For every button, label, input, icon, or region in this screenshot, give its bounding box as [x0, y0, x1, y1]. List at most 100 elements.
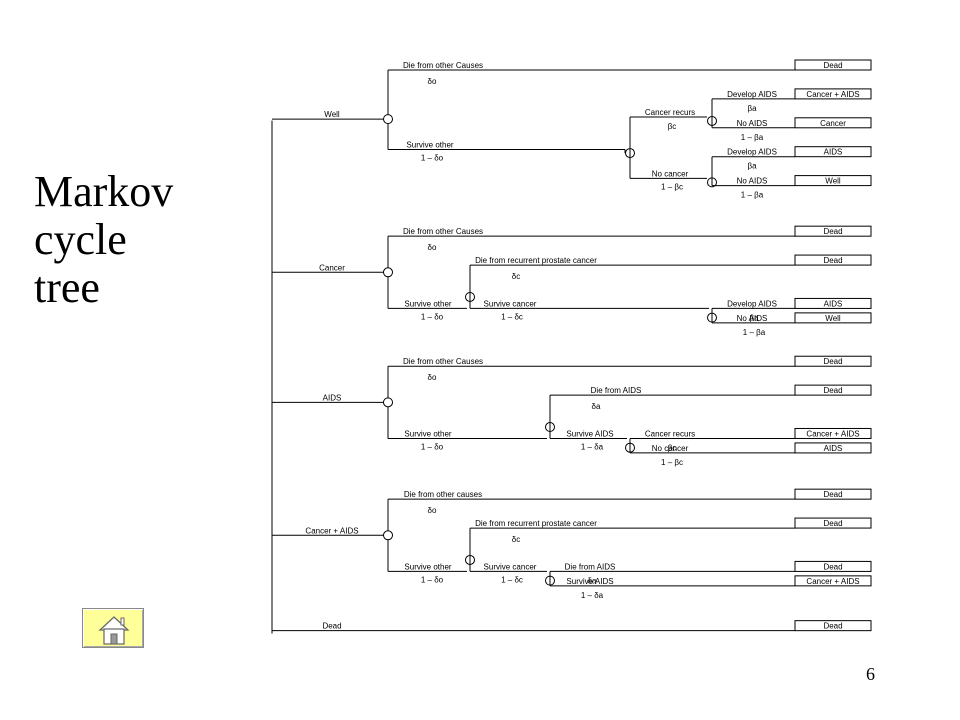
branch-label: Develop AIDS: [727, 148, 777, 157]
branch-probability: 1 – δc: [501, 575, 523, 584]
branch-label: No cancer: [652, 169, 689, 178]
branch-label: Die from recurrent prostate cancer: [475, 519, 597, 528]
terminal-box: [794, 225, 872, 237]
terminal-box: [794, 146, 872, 158]
branch-probability: 1 – δo: [421, 312, 444, 321]
terminal-box: [794, 254, 872, 266]
terminal-box: [794, 560, 872, 572]
terminal-box: [794, 88, 872, 100]
branch-label: Survive other: [404, 429, 451, 438]
terminal-box: [794, 620, 872, 632]
terminal-label: Dead: [823, 386, 842, 395]
branch-label: Develop AIDS: [727, 299, 777, 308]
terminal-box: [794, 175, 872, 187]
terminal-box: [794, 355, 872, 367]
terminal-label: Well: [825, 177, 841, 186]
branch-probability: 1 – δo: [421, 442, 444, 451]
branch-label: Die from other causes: [404, 490, 482, 499]
terminal-label: Dead: [823, 490, 842, 499]
branch-probability: βa: [747, 162, 757, 171]
branch-label: Survive other: [404, 562, 451, 571]
branch-label: Die from other Causes: [403, 227, 483, 236]
branch-probability: δa: [592, 402, 601, 411]
terminal-label: Dead: [823, 357, 842, 366]
terminal-box: [794, 427, 872, 439]
branch-label: Survive other: [404, 299, 451, 308]
branch-label: Die from other Causes: [403, 357, 483, 366]
state-label: Cancer: [319, 263, 345, 272]
terminal-label: Dead: [823, 562, 842, 571]
branch-probability: 1 – δc: [501, 312, 523, 321]
terminal-label: Dead: [823, 256, 842, 265]
title-line-1: Markov: [34, 167, 174, 216]
branch-probability: δa: [588, 576, 597, 585]
branch-probability: βa: [749, 313, 759, 322]
branch-probability: 1 – βa: [741, 133, 764, 142]
branch-probability: 1 – δo: [421, 575, 444, 584]
terminal-box: [794, 312, 872, 324]
branch-label: Survive other: [406, 140, 453, 149]
title-line-2: cycle: [34, 215, 127, 264]
page-number: 6: [866, 664, 875, 684]
branch-probability: βc: [668, 443, 677, 452]
terminal-box: [794, 575, 872, 587]
branch-label: Cancer recurs: [645, 108, 695, 117]
terminal-label: AIDS: [824, 148, 843, 157]
terminal-label: Dead: [823, 61, 842, 70]
branch-label: No AIDS: [737, 177, 768, 186]
branch-probability: 1 – δo: [421, 153, 444, 162]
branch-label: Survive cancer: [484, 562, 537, 571]
terminal-box: [794, 117, 872, 129]
branch-probability: 1 – δa: [581, 442, 604, 451]
branch-label: Die from other Causes: [403, 61, 483, 70]
branch-probability: βc: [668, 122, 677, 131]
branch-probability: δo: [428, 77, 437, 86]
state-label: Cancer + AIDS: [305, 526, 358, 535]
branch-label: Survive AIDS: [566, 429, 613, 438]
branch-label: Survive AIDS: [566, 577, 613, 586]
branch-label: Die from AIDS: [565, 562, 616, 571]
terminal-label: Cancer + AIDS: [806, 577, 859, 586]
state-label: AIDS: [323, 393, 342, 402]
terminal-box: [794, 59, 872, 71]
terminal-label: Well: [825, 314, 841, 323]
terminal-label: Dead: [823, 227, 842, 236]
home-button[interactable]: [82, 608, 144, 648]
branch-probability: 1 – βc: [661, 182, 683, 191]
home-icon: [98, 616, 130, 645]
terminal-box: [794, 297, 872, 309]
branch-probability: δo: [428, 243, 437, 252]
terminal-box: [794, 384, 872, 396]
branch-label: Survive cancer: [484, 299, 537, 308]
terminal-label: AIDS: [824, 299, 843, 308]
chance-node: [383, 530, 393, 541]
branch-probability: βa: [747, 104, 757, 113]
branch-label: No cancer: [652, 444, 689, 453]
branch-probability: 1 – βa: [743, 328, 766, 337]
slide-title: Markov cycle tree: [34, 168, 173, 312]
chance-node: [383, 397, 393, 408]
terminal-label: Dead: [823, 622, 842, 631]
terminal-box: [794, 488, 872, 500]
chance-node: [383, 114, 393, 125]
branch-label: No AIDS: [737, 314, 768, 323]
branch-probability: 1 – δa: [581, 591, 604, 600]
branch-label: Cancer recurs: [645, 429, 695, 438]
branch-probability: δo: [428, 506, 437, 515]
branch-probability: δo: [428, 373, 437, 382]
terminal-box: [794, 517, 872, 529]
terminal-box: [794, 442, 872, 454]
terminal-label: Dead: [823, 519, 842, 528]
terminal-label: Cancer: [820, 119, 846, 128]
branch-probability: 1 – βc: [661, 458, 683, 467]
branch-label: Develop AIDS: [727, 90, 777, 99]
state-label: Dead: [322, 622, 341, 631]
branch-label: Die from recurrent prostate cancer: [475, 256, 597, 265]
branch-label: Die from AIDS: [591, 386, 642, 395]
branch-probability: δc: [512, 272, 520, 281]
state-label: Well: [324, 110, 340, 119]
terminal-label: Cancer + AIDS: [806, 90, 859, 99]
terminal-label: AIDS: [824, 444, 843, 453]
